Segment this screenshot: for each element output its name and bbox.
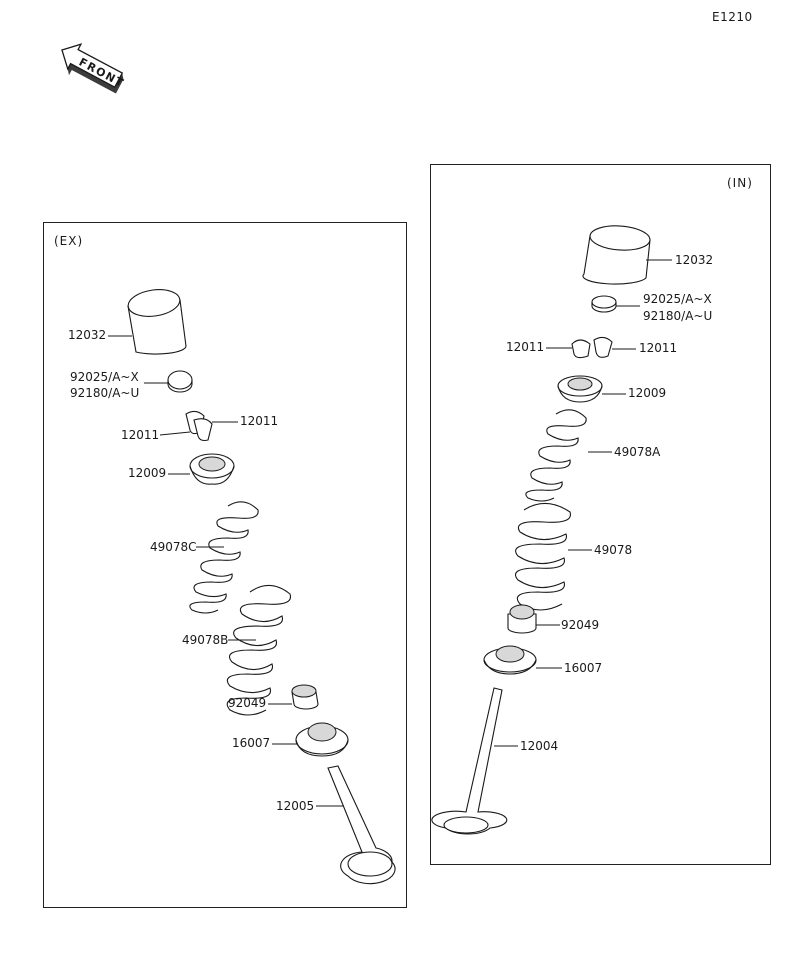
ex-spring-inner-shape	[189, 501, 259, 614]
in-spring-outer-shape	[514, 502, 572, 611]
in-valve-shape	[431, 687, 508, 835]
in-label-spring-outer: 49078	[594, 543, 633, 557]
in-label-tappet: 12032	[675, 253, 714, 267]
ex-spring-outer-shape	[226, 584, 292, 716]
intake-panel-label: (IN)	[727, 176, 753, 190]
ex-label-collet-left: 12011	[121, 428, 160, 442]
ex-label-shim-b: 92180/A~U	[70, 386, 140, 400]
in-label-valve: 12004	[520, 739, 559, 753]
in-label-retainer: 12009	[628, 386, 667, 400]
diagram-code: E1210	[712, 10, 753, 24]
ex-tappet-shape	[127, 289, 187, 355]
in-label-shim-a: 92025/A~X	[643, 292, 712, 306]
ex-label-collet-right: 12011	[240, 414, 279, 428]
exhaust-panel-label: (EX)	[54, 234, 84, 248]
ex-label-shim-a: 92025/A~X	[70, 370, 139, 384]
in-label-spring-inner: 49078A	[614, 445, 661, 459]
in-tappet-shape	[582, 225, 651, 285]
ex-label-spring-inner: 49078C	[150, 540, 197, 554]
ex-valve-shape	[327, 765, 396, 885]
exhaust-panel: (EX)	[43, 222, 407, 908]
ex-label-seat: 16007	[232, 736, 271, 750]
ex-label-valve: 12005	[276, 799, 315, 813]
ex-label-seal: 92049	[228, 696, 267, 710]
ex-label-tappet: 12032	[68, 328, 107, 342]
in-label-collet-right: 12011	[639, 341, 678, 355]
in-label-seat: 16007	[564, 661, 603, 675]
in-spring-inner-shape	[525, 409, 587, 502]
in-label-collet-left: 12011	[506, 340, 545, 354]
ex-label-retainer: 12009	[128, 466, 167, 480]
intake-panel: (IN)	[430, 164, 771, 865]
in-label-shim-b: 92180/A~U	[643, 309, 713, 323]
in-label-seal: 92049	[561, 618, 600, 632]
ex-label-spring-outer: 49078B	[182, 633, 229, 647]
